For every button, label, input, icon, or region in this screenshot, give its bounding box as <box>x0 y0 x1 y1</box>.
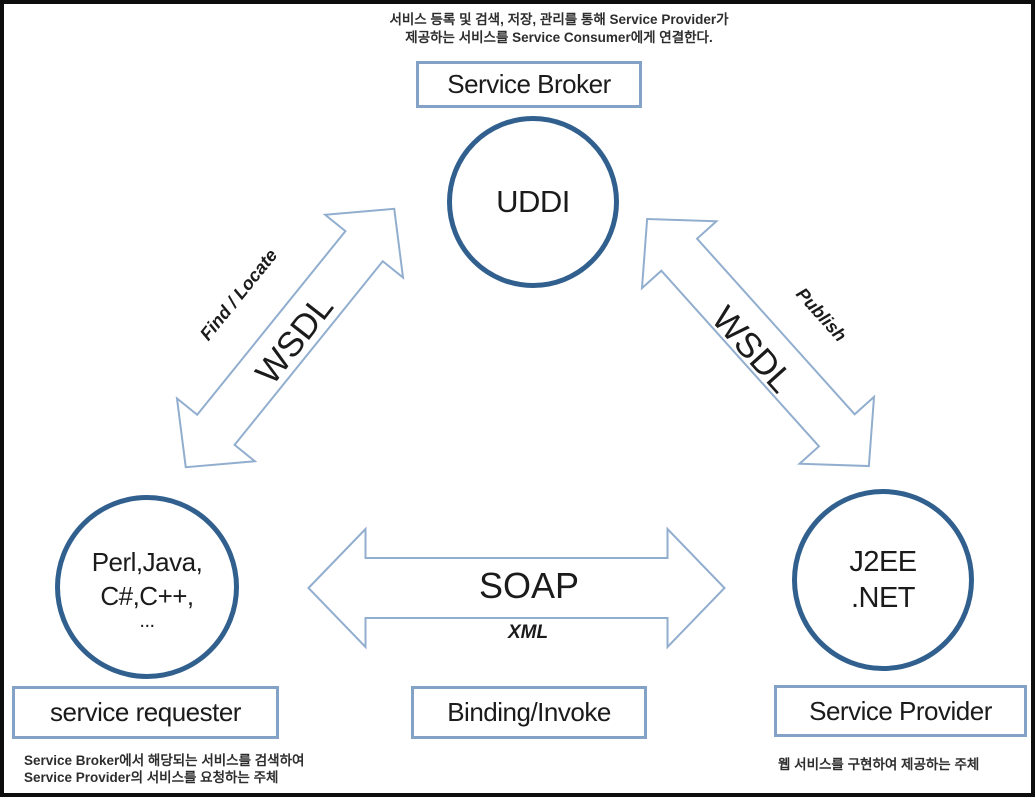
uddi-circle: UDDI <box>447 116 619 288</box>
service-requester-label: service requester <box>50 697 241 727</box>
requester-langs-line1: Perl,Java, <box>91 547 203 577</box>
provider-platform-line1: J2EE <box>849 546 917 578</box>
provider-circle: J2EE .NET <box>792 489 974 671</box>
requester-langs-line2: C#,C++, <box>100 581 194 611</box>
double-arrow-soap <box>307 526 726 650</box>
provider-description-note: 웹 서비스를 구현하여 제공하는 주체 <box>778 757 980 772</box>
binding-invoke-box: Binding/Invoke <box>411 686 647 739</box>
double-arrow-publish-wsdl <box>640 217 876 468</box>
service-broker-box: Service Broker <box>416 61 642 108</box>
arrows-layer <box>175 207 876 650</box>
broker-description-note: 서비스 등록 및 검색, 저장, 관리를 통해 Service Provider… <box>362 11 756 47</box>
requester-langs-ellipsis: ... <box>139 610 155 632</box>
uddi-label: UDDI <box>496 184 570 219</box>
xml-label: XML <box>507 622 549 643</box>
service-requester-box: service requester <box>12 686 279 739</box>
broker-note-line2: 제공하는 서비스를 Service Consumer에게 연결한다. <box>405 30 713 45</box>
requester-note-line1: Service Broker에서 해당되는 서비스를 검색하여 <box>24 753 305 768</box>
requester-description-note: Service Broker에서 해당되는 서비스를 검색하여 Service … <box>24 752 304 786</box>
requester-note-line2: Service Provider의 서비스를 요청하는 주체 <box>24 770 279 785</box>
soap-label: SOAP <box>478 565 580 606</box>
double-arrow-find-wsdl <box>175 207 405 469</box>
broker-note-line1: 서비스 등록 및 검색, 저장, 관리를 통해 Service Provider… <box>389 12 729 27</box>
service-provider-box: Service Provider <box>774 685 1027 737</box>
requester-circle: Perl,Java, C#,C++, ... <box>55 495 239 679</box>
provider-platform-line2: .NET <box>850 582 916 614</box>
service-provider-label: Service Provider <box>809 695 992 726</box>
binding-invoke-label: Binding/Invoke <box>447 697 611 727</box>
service-broker-label: Service Broker <box>447 69 611 99</box>
